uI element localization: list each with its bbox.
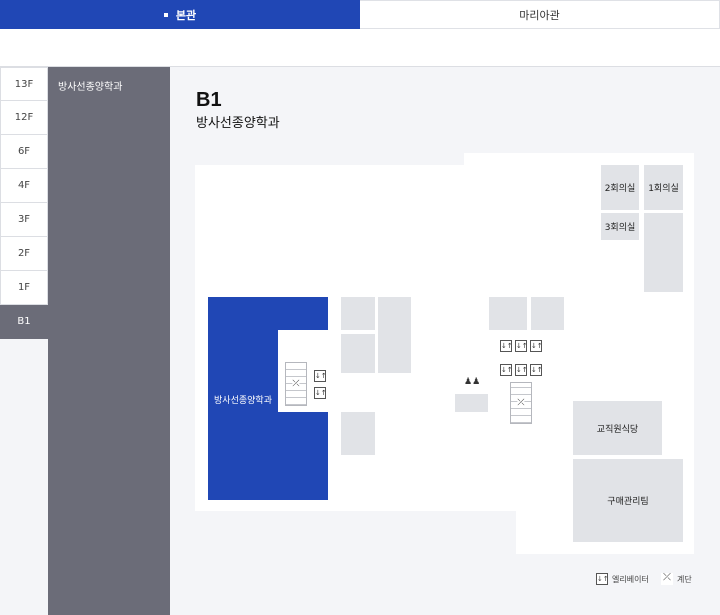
floor-button-1f[interactable]: 1F [0, 271, 48, 305]
elevator-icon: ↓↑ [596, 573, 609, 585]
tab-main-building[interactable]: 본관 [0, 0, 360, 29]
room-unlabeled [341, 334, 375, 373]
elevator-icon: ↓↑ [314, 370, 327, 382]
room-unlabeled [644, 213, 683, 292]
floor-button-3f[interactable]: 3F [0, 203, 48, 237]
elevator-icon: ↓↑ [530, 364, 543, 376]
restroom-icon: ♟♟ [464, 377, 481, 387]
room-label: 교직원식당 [596, 424, 639, 435]
floor-button-b1[interactable]: B1 [0, 305, 48, 339]
room-unlabeled [378, 297, 411, 373]
floor-button-2f[interactable]: 2F [0, 237, 48, 271]
floor-title: B1 [196, 89, 222, 111]
room-staff-cafeteria[interactable]: 교직원식당 [573, 401, 662, 455]
tab-maria-building[interactable]: 마리아관 [360, 0, 720, 29]
tab-label: 본관 [175, 8, 197, 22]
room-meeting-1[interactable]: 1회의실 [644, 165, 683, 210]
floor-button-4f[interactable]: 4F [0, 169, 48, 203]
elevator-icon: ↓↑ [500, 364, 513, 376]
legend-label: 계단 [677, 574, 692, 584]
legend-label: 엘리베이터 [612, 574, 649, 584]
room-label: 2회의실 [604, 184, 636, 194]
floor-button-6f[interactable]: 6F [0, 135, 48, 169]
elevator-icon: ↓↑ [515, 340, 528, 352]
department-link-radiation-oncology[interactable]: 방사선종양학과 [58, 82, 123, 93]
room-label: 방사선종양학과 [214, 396, 272, 406]
stairs-icon: ⤫ [285, 362, 307, 406]
active-dot-icon [163, 12, 168, 17]
floor-subtitle: 방사선종양학과 [196, 116, 280, 131]
stairs-icon: ⤫ [510, 382, 532, 424]
floor-button-13f[interactable]: 13F [0, 67, 48, 101]
room-unlabeled [341, 297, 375, 330]
room-label: 구매관리팀 [607, 497, 649, 507]
room-unlabeled [341, 412, 375, 455]
room-meeting-2[interactable]: 2회의실 [601, 165, 639, 210]
elevator-icon: ↓↑ [314, 387, 327, 399]
department-panel: 방사선종양학과 [48, 67, 170, 615]
floor-button-12f[interactable]: 12F [0, 101, 48, 135]
elevator-icon: ↓↑ [500, 340, 513, 352]
room-label: 1회의실 [648, 184, 679, 194]
legend-elevator: ↓↑ 엘리베이터 [596, 573, 649, 585]
room-purchasing-team[interactable]: 구매관리팀 [573, 459, 683, 542]
tab-label: 마리아관 [519, 8, 560, 22]
elevator-icon: ↓↑ [530, 340, 543, 352]
legend-stairs: ⤫ 계단 [661, 573, 692, 585]
room-restroom [455, 394, 488, 412]
room-label: 3회의실 [604, 223, 636, 233]
room-unlabeled [531, 297, 564, 330]
elevator-icon: ↓↑ [515, 364, 528, 376]
floor-selector: 13F 12F 6F 4F 3F 2F 1F B1 [0, 67, 48, 339]
room-unlabeled [489, 297, 527, 330]
building-tabs: 본관 마리아관 [0, 0, 720, 29]
room-meeting-3[interactable]: 3회의실 [601, 213, 639, 240]
stairs-icon: ⤫ [661, 572, 673, 585]
